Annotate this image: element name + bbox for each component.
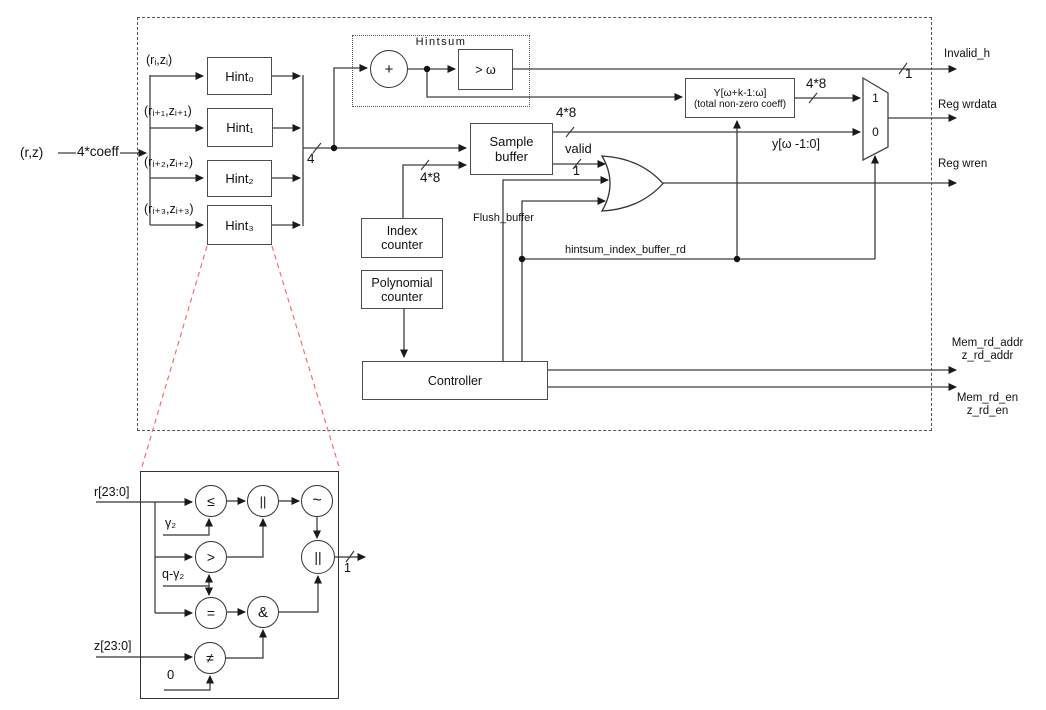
hint3-label: Hint₃ <box>225 217 254 233</box>
gamma2-label: γ₂ <box>165 516 177 530</box>
or1-gate: || <box>247 485 279 517</box>
reg-wren-label: Reg wren <box>938 158 988 170</box>
sample-buffer-block: Sample buffer <box>470 123 553 175</box>
mem-rd-en-labels: Mem_rd_en z_rd_en <box>940 392 1035 418</box>
hintsum-title: Hintsum <box>415 36 467 48</box>
valid-width-label: 1 <box>573 164 580 178</box>
module-boundary <box>137 17 932 431</box>
hint1-block: Hint₁ <box>207 108 273 147</box>
y-out-width-label: 4*8 <box>806 76 827 91</box>
wire-flush-to-or <box>502 176 609 361</box>
hint-bus-width-label: 4 <box>307 151 315 166</box>
z-rd-addr-label: z_rd_addr <box>961 350 1014 363</box>
invalid-h-label: Invalid_h <box>944 48 991 60</box>
mem-rd-addr-labels: Mem_rd_addr z_rd_addr <box>940 337 1035 363</box>
y-word-label: y[ω -1:0] <box>772 137 820 151</box>
index-bus-width-label: 4*8 <box>420 170 441 185</box>
or2-symbol: || <box>314 549 322 565</box>
invalid-width-label: 1 <box>905 66 913 81</box>
y-block-line1: Y[ω+k-1:ω] <box>713 86 767 99</box>
valid-label: valid <box>565 141 592 156</box>
hint2-input-label: (rᵢ₊₂,zᵢ₊₂) <box>144 155 194 169</box>
le-symbol: ≤ <box>207 493 215 509</box>
z-input-label: z[23:0] <box>94 639 132 653</box>
detail-wires <box>96 497 366 691</box>
hint0-input-label: (rᵢ,zᵢ) <box>146 53 173 67</box>
and-symbol: & <box>257 603 268 621</box>
not-gate: ~ <box>301 485 333 517</box>
mem-rd-addr-label: Mem_rd_addr <box>951 337 1024 349</box>
or1-symbol: || <box>259 493 267 509</box>
wire-hintsum-to-yblock <box>426 69 683 101</box>
eq-symbol: = <box>206 605 216 621</box>
reg-wrdata-label: Reg wrdata <box>938 99 997 111</box>
polynomial-counter-block: Polynomial counter <box>361 270 443 309</box>
eq-gate: = <box>195 597 227 629</box>
sample-buffer-line1: Sample <box>489 134 534 149</box>
or2-gate: || <box>301 540 335 574</box>
compare-omega-label: > ω <box>475 62 496 77</box>
detail-out-width-label: 1 <box>344 561 351 575</box>
wire-ctrl-to-or <box>521 197 606 361</box>
hint1-label: Hint₁ <box>226 120 254 135</box>
zoom-guide-lines <box>140 245 341 471</box>
neq-gate: ≠ <box>194 642 226 674</box>
junction-dots <box>330 65 741 263</box>
hintsum-index-rd-label: hintsum_index_buffer_rd <box>565 244 686 256</box>
mux <box>862 76 889 162</box>
and-gate: & <box>247 596 279 628</box>
index-counter-line2: counter <box>381 238 423 252</box>
gt-gate: > <box>195 541 227 573</box>
detail-box <box>140 471 339 699</box>
hint3-block: Hint₃ <box>207 205 272 245</box>
polynomial-counter-line1: Polynomial <box>371 275 433 290</box>
hint0-block: Hint₀ <box>207 57 272 95</box>
polynomial-counter-line2: counter <box>381 289 423 304</box>
hintsum-group-box <box>352 35 530 107</box>
wire-to-adder <box>333 64 368 148</box>
neq-symbol: ≠ <box>206 650 214 666</box>
mem-rd-en-label: Mem_rd_en <box>956 392 1019 404</box>
gt-symbol: > <box>206 549 216 565</box>
hint2-block: Hint₂ <box>207 160 272 197</box>
hint0-label: Hint₀ <box>225 68 254 84</box>
hint3-input-label: (rᵢ₊₃,zᵢ₊₃) <box>144 202 194 216</box>
sample-buffer-line2: buffer <box>494 149 528 164</box>
controller-block: Controller <box>362 361 548 400</box>
q-gamma2-label: q-γ₂ <box>162 567 185 581</box>
input-bus-label: 4*coeff <box>76 144 120 160</box>
index-counter-line1: Index <box>386 224 418 238</box>
wire-index-to-buffer <box>402 161 467 218</box>
not-symbol: ~ <box>312 492 322 509</box>
flush-buffer-label: Flush_buffer <box>473 212 534 224</box>
mux-one-label: 1 <box>872 91 879 105</box>
mux-zero-label: 0 <box>872 125 879 139</box>
z-rd-en-label: z_rd_en <box>966 405 1009 418</box>
zero-label: 0 <box>167 667 175 682</box>
input-pair-label: (r,z) <box>20 145 44 160</box>
y-block-line2: (total non-zero coeff) <box>693 98 787 110</box>
adder-symbol: + <box>384 60 394 78</box>
le-gate: ≤ <box>195 485 227 517</box>
controller-label: Controller <box>427 373 483 388</box>
y-block: Y[ω+k-1:ω] (total non-zero coeff) <box>685 78 795 118</box>
buffer-out-width-label: 4*8 <box>556 105 577 120</box>
adder-circle: + <box>370 50 408 88</box>
r-input-label: r[23:0] <box>94 485 130 499</box>
or-gate <box>600 155 664 212</box>
hint2-label: Hint₂ <box>225 171 254 186</box>
hint1-input-label: (rᵢ₊₁,zᵢ₊₁) <box>144 104 192 118</box>
index-counter-block: Index counter <box>361 218 443 258</box>
compare-omega-block: > ω <box>458 49 513 90</box>
